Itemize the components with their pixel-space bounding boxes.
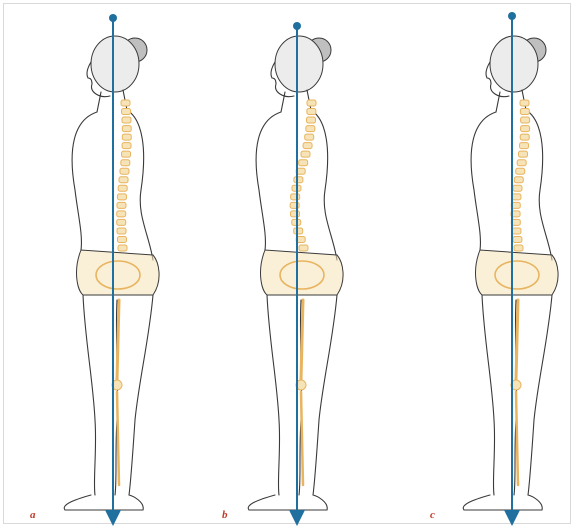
vertebra: [306, 126, 315, 132]
vertebra: [517, 160, 526, 166]
leg-front-outline: [482, 295, 495, 495]
vertebra: [122, 126, 131, 132]
tibia: [301, 392, 303, 485]
vertebra: [121, 160, 130, 166]
tibia: [117, 392, 119, 485]
vertebra: [122, 109, 131, 115]
leg-back-outline: [129, 295, 153, 495]
vertebra: [514, 245, 523, 251]
head: [490, 36, 538, 92]
leg-back-outline: [528, 295, 552, 495]
femur: [117, 300, 119, 380]
foot: [64, 495, 143, 510]
vertebra: [307, 117, 316, 123]
figure-c: [463, 12, 558, 518]
panel-label-a: a: [30, 509, 36, 521]
vertebra: [294, 177, 303, 183]
plumb-line-top-dot: [293, 22, 301, 30]
vertebra: [291, 211, 300, 217]
vertebra: [513, 185, 522, 191]
panel-label-c: c: [430, 509, 435, 521]
vertebra: [521, 117, 530, 123]
vertebra: [518, 151, 527, 157]
vertebra: [294, 228, 303, 234]
vertebra: [303, 143, 312, 149]
vertebra: [520, 109, 529, 115]
vertebra: [120, 168, 129, 174]
vertebra: [512, 194, 521, 200]
vertebra: [117, 219, 126, 225]
vertebra: [299, 245, 308, 251]
leg-back-outline: [313, 295, 337, 495]
femur: [516, 300, 518, 380]
vertebra: [117, 236, 126, 242]
vertebra: [122, 143, 131, 149]
head: [275, 36, 323, 92]
head: [91, 36, 139, 92]
vertebra: [520, 134, 529, 140]
vertebra: [122, 151, 131, 157]
figure-a: [64, 14, 159, 518]
vertebra: [514, 177, 523, 183]
vertebra: [119, 177, 128, 183]
vertebra: [512, 228, 521, 234]
vertebra: [305, 134, 314, 140]
foot: [463, 495, 542, 510]
vertebra: [307, 100, 316, 106]
femur: [301, 300, 303, 380]
panel-label-b: b: [222, 509, 228, 521]
leg-front-outline: [267, 295, 280, 495]
vertebra: [513, 236, 522, 242]
vertebra: [122, 134, 131, 140]
vertebra: [118, 245, 127, 251]
vertebra: [117, 228, 126, 234]
vertebra: [520, 100, 529, 106]
vertebra: [291, 194, 300, 200]
vertebra: [516, 168, 525, 174]
plumb-line-top-dot: [508, 12, 516, 20]
vertebra: [520, 143, 529, 149]
vertebra: [117, 211, 126, 217]
vertebra: [301, 151, 310, 157]
vertebra: [307, 109, 316, 115]
vertebra: [521, 126, 530, 132]
plumb-line-top-dot: [109, 14, 117, 22]
tibia: [516, 392, 518, 485]
vertebra: [121, 100, 130, 106]
leg-front-outline: [83, 295, 96, 495]
vertebra: [122, 117, 131, 123]
vertebra: [117, 202, 126, 208]
vertebra: [299, 160, 308, 166]
vertebra: [117, 194, 126, 200]
vertebra: [118, 185, 127, 191]
foot: [248, 495, 327, 510]
figure-b: [248, 22, 343, 518]
